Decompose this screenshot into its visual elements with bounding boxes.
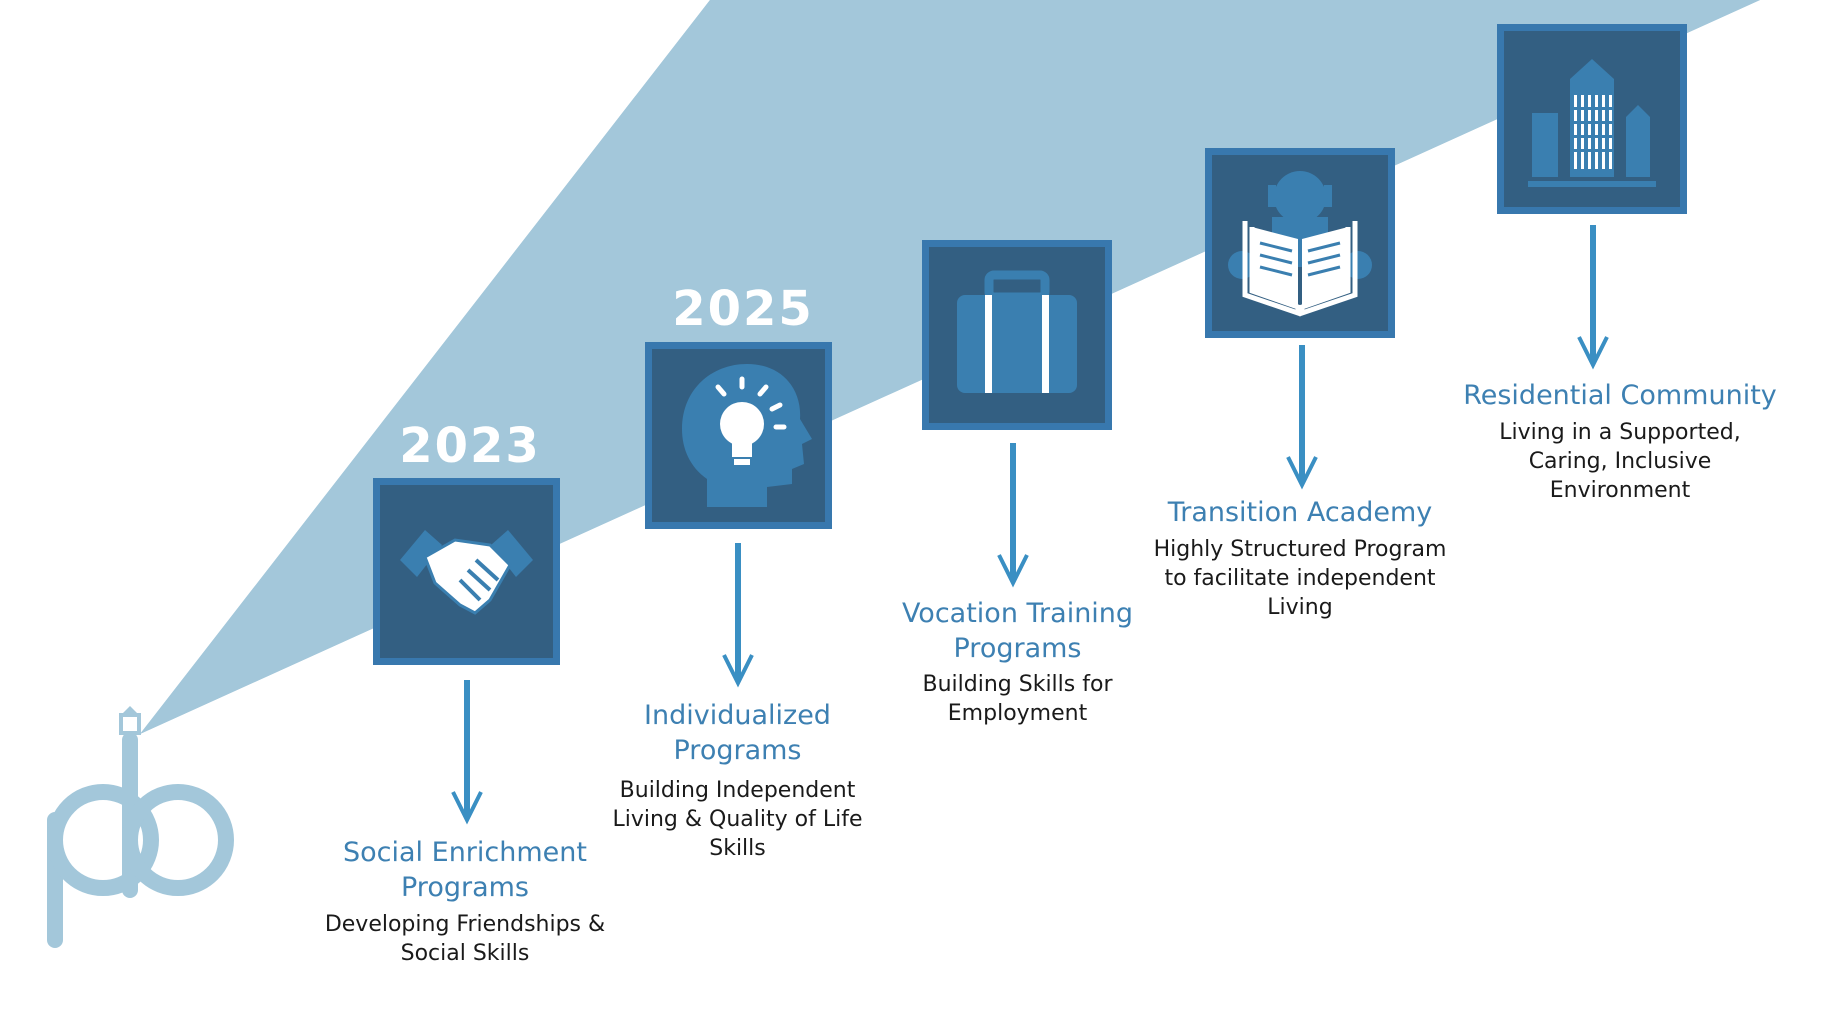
- step-title-social-enrichment: Social Enrichment Programs: [343, 837, 587, 903]
- step-tile-transition-academy: [1205, 148, 1395, 338]
- arrow-down-1: [451, 680, 483, 825]
- arrow-down-3: [997, 443, 1029, 588]
- year-label-2025: 2025: [672, 281, 814, 337]
- reading-person-icon: [1228, 171, 1372, 317]
- step-title-residential-community: Residential Community: [1463, 380, 1777, 411]
- pb-logo: [47, 706, 234, 948]
- handshake-icon: [400, 530, 533, 615]
- arrow-down-4: [1286, 345, 1318, 490]
- step-tile-individualized: [645, 342, 832, 529]
- building-icon: [1528, 59, 1656, 187]
- step-title-vocation-training: Vocation Training Programs: [901, 598, 1134, 664]
- step-tile-residential-community: [1497, 24, 1687, 214]
- step-tile-vocation-training: [922, 240, 1112, 430]
- step-desc-social-enrichment: Developing Friendships & Social Skills: [324, 912, 606, 966]
- lightbulb-head-icon: [682, 364, 812, 507]
- step-title-individualized: Individualized Programs: [644, 700, 831, 766]
- arrow-down-2: [722, 543, 754, 688]
- year-label-2023: 2023: [399, 418, 541, 474]
- step-desc-individualized: Building Independent Living & Quality of…: [612, 778, 863, 861]
- arrow-down-5: [1577, 225, 1609, 370]
- step-desc-residential-community: Living in a Supported, Caring, Inclusive…: [1499, 420, 1741, 503]
- step-desc-transition-academy: Highly Structured Program to facilitate …: [1153, 537, 1447, 620]
- step-tile-social-enrichment: [373, 478, 560, 665]
- step-title-transition-academy: Transition Academy: [1167, 497, 1433, 528]
- step-desc-vocation-training: Building Skills for Employment: [922, 672, 1113, 726]
- briefcase-icon: [957, 270, 1077, 393]
